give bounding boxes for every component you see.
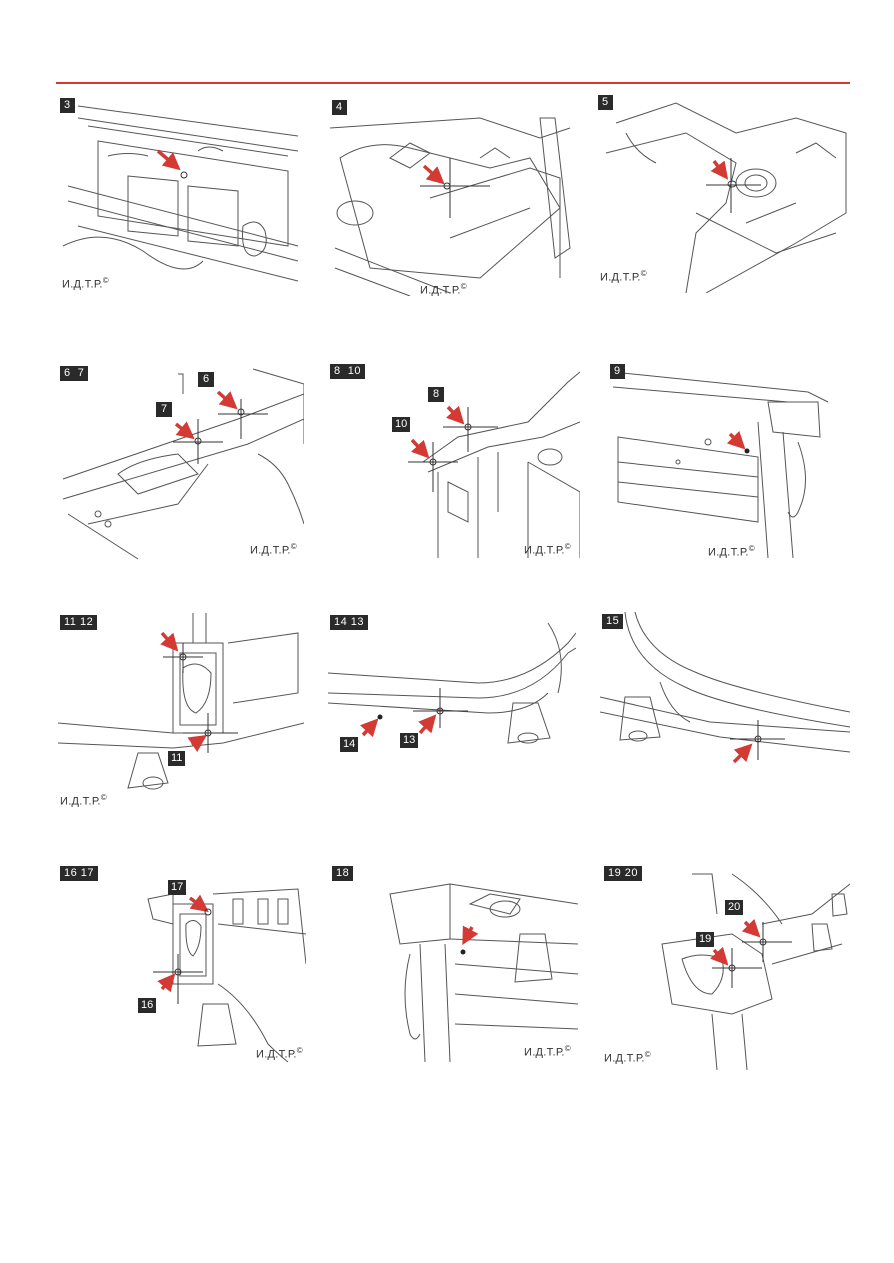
figure-tag: 5 — [598, 95, 613, 110]
body-structure-sketch — [330, 117, 571, 296]
figure-tag: 9 — [610, 364, 625, 379]
figure-panel-6-7: 6 7 6 7 И.Д.Т.Р.© — [58, 364, 304, 560]
figure-tag: 16 17 — [60, 866, 99, 881]
callout-label: 19 — [696, 932, 715, 947]
figure-panel-14-13: 14 13 14 13 — [328, 613, 576, 773]
copyright-credit: И.Д.Т.Р.© — [420, 282, 467, 296]
callout-label: 6 — [198, 372, 214, 387]
copyright-credit: И.Д.Т.Р.© — [708, 544, 755, 558]
body-structure-sketch — [408, 371, 580, 558]
callout-label: 13 — [400, 733, 419, 748]
copyright-credit: И.Д.Т.Р.© — [524, 542, 571, 557]
callout-label: 10 — [392, 417, 411, 432]
figure-tag: 4 — [332, 100, 347, 115]
figure-panel-8-10: 8 10 8 10 И.Д.Т.Р.© — [328, 362, 580, 558]
figure-panel-16-17: 16 17 17 16 И.Д.Т.Р.© — [58, 864, 306, 1062]
figure-tag: 11 12 — [60, 615, 98, 630]
copyright-credit: И.Д.Т.Р.© — [62, 276, 109, 291]
callout-label: 7 — [156, 402, 172, 417]
body-structure-sketch — [62, 105, 299, 282]
header-rule — [56, 82, 850, 84]
copyright-credit: И.Д.Т.Р.© — [256, 1046, 303, 1061]
figure-panel-5: 5 И.Д.Т.Р.© — [596, 93, 850, 293]
figure-panel-11-12: 11 12 11 И.Д.Т.Р.© — [58, 613, 304, 809]
figure-panel-19-20: 19 20 20 19 И.Д.Т.Р.© — [602, 864, 850, 1070]
body-structure-sketch — [58, 613, 304, 790]
copyright-credit: И.Д.Т.Р.© — [524, 1044, 571, 1059]
callout-label: 16 — [138, 998, 157, 1013]
body-structure-sketch — [661, 873, 850, 1070]
figure-panel-18: 18 И.Д.Т.Р.© — [330, 864, 578, 1062]
copyright-credit: И.Д.Т.Р.© — [600, 269, 647, 284]
figure-tag: 3 — [60, 98, 75, 113]
callout-label: 8 — [428, 387, 444, 402]
figure-tag: 15 — [602, 614, 624, 629]
callout-label: 20 — [725, 900, 744, 915]
copyright-credit: И.Д.Т.Р.© — [60, 793, 107, 808]
callout-label: 11 — [168, 751, 186, 766]
figure-tag: 19 20 — [604, 866, 643, 881]
callout-label: 14 — [340, 737, 359, 752]
body-structure-sketch — [147, 888, 306, 1062]
body-structure-sketch — [62, 368, 304, 560]
copyright-credit: И.Д.Т.Р.© — [604, 1050, 651, 1065]
body-structure-sketch — [328, 622, 576, 744]
figure-panel-9: 9 И.Д.Т.Р.© — [608, 362, 852, 558]
body-structure-sketch — [389, 883, 578, 1062]
callout-label: 17 — [168, 880, 187, 895]
figure-tag: 8 10 — [330, 364, 365, 379]
figure-panel-3: 3 И.Д.Т.Р.© — [58, 96, 302, 294]
copyright-credit: И.Д.Т.Р.© — [250, 542, 297, 557]
figure-tag: 18 — [332, 866, 354, 881]
body-structure-sketch — [600, 612, 850, 764]
figure-panel-4: 4 И.Д.Т.Р.© — [330, 98, 574, 296]
figure-panel-15: 15 — [600, 612, 850, 772]
body-structure-sketch — [605, 102, 847, 293]
figure-tag: 14 13 — [330, 615, 369, 630]
body-structure-sketch — [612, 371, 829, 558]
figure-tag: 6 7 — [60, 366, 89, 381]
